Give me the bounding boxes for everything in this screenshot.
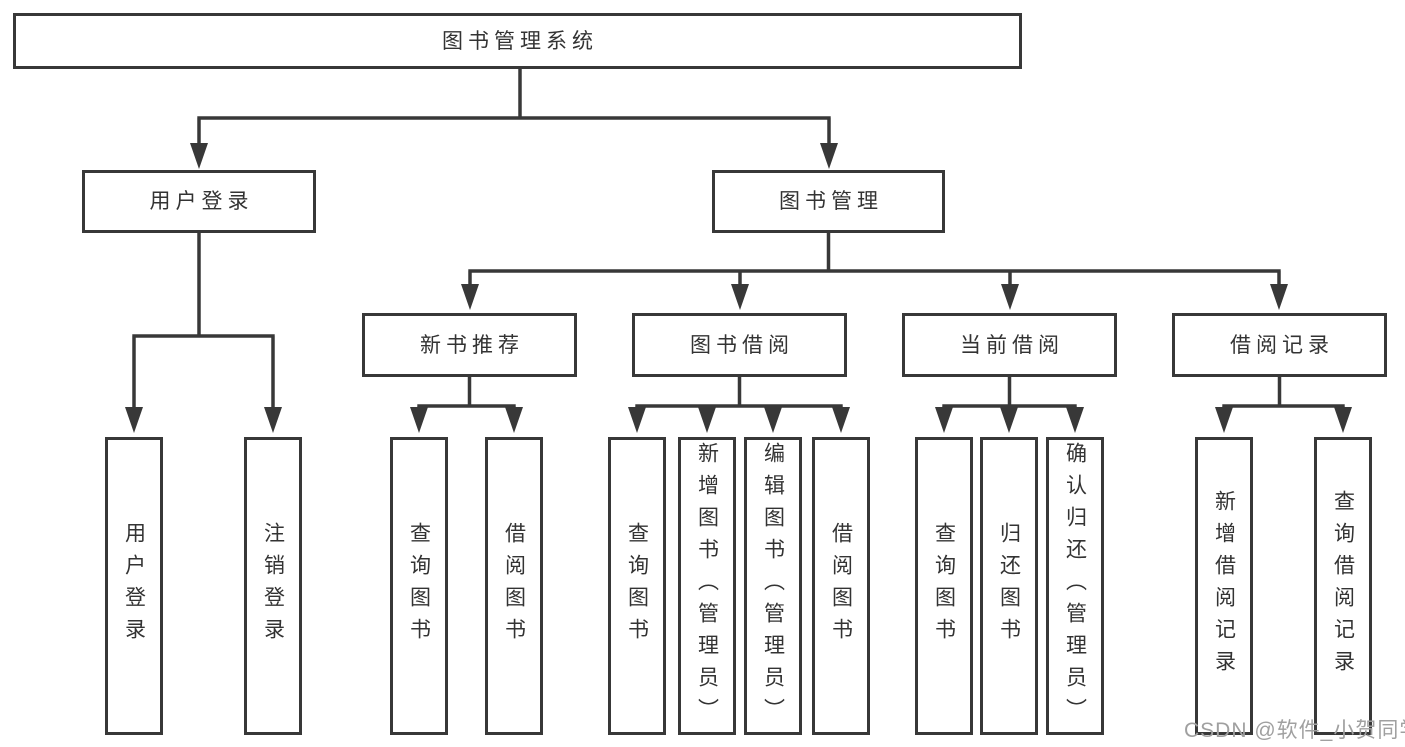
leaf-rec-borrow-book: 借阅图书	[485, 437, 543, 735]
leaf-bb-borrow-book: 借阅图书	[812, 437, 870, 735]
leaf-bb-add-book-label: 新增图书（管理员）	[695, 442, 719, 730]
node-book-management: 图书管理	[712, 170, 945, 233]
leaf-logout: 注销登录	[244, 437, 302, 735]
node-root: 图书管理系统	[13, 13, 1022, 69]
leaf-cb-confirm-return-label: 确认归还（管理员）	[1063, 442, 1087, 730]
leaf-br-query-record-label: 查询借阅记录	[1331, 490, 1355, 682]
leaf-br-add-record: 新增借阅记录	[1195, 437, 1253, 735]
leaf-br-add-record-label: 新增借阅记录	[1212, 490, 1236, 682]
node-borrow-records: 借阅记录	[1172, 313, 1387, 377]
csdn-watermark: CSDN @软件_小贺同学	[1184, 719, 1405, 742]
node-current-borrow: 当前借阅	[902, 313, 1117, 377]
node-book-borrow-label: 图书借阅	[690, 333, 794, 357]
leaf-rec-query-book: 查询图书	[390, 437, 448, 735]
leaf-cb-query-book: 查询图书	[915, 437, 973, 735]
node-user-login: 用户登录	[82, 170, 316, 233]
leaf-cb-confirm-return: 确认归还（管理员）	[1046, 437, 1104, 735]
leaf-bb-borrow-book-label: 借阅图书	[829, 522, 853, 650]
node-root-label: 图书管理系统	[442, 29, 598, 53]
node-new-book-recommend-label: 新书推荐	[420, 333, 524, 357]
leaf-bb-edit-book: 编辑图书（管理员）	[744, 437, 802, 735]
leaf-br-query-record: 查询借阅记录	[1314, 437, 1372, 735]
node-user-login-label: 用户登录	[149, 190, 254, 213]
node-book-management-label: 图书管理	[779, 190, 883, 213]
leaf-cb-return-book-label: 归还图书	[997, 522, 1021, 650]
leaf-user-login: 用户登录	[105, 437, 163, 735]
leaf-cb-query-book-label: 查询图书	[932, 522, 956, 650]
node-borrow-records-label: 借阅记录	[1230, 333, 1334, 357]
leaf-bb-add-book: 新增图书（管理员）	[678, 437, 736, 735]
leaf-bb-query-book: 查询图书	[608, 437, 666, 735]
leaf-user-login-label: 用户登录	[122, 522, 146, 650]
node-new-book-recommend: 新书推荐	[362, 313, 577, 377]
node-book-borrow: 图书借阅	[632, 313, 847, 377]
leaf-rec-query-book-label: 查询图书	[407, 522, 431, 650]
leaf-bb-edit-book-label: 编辑图书（管理员）	[761, 442, 785, 730]
leaf-logout-label: 注销登录	[261, 522, 285, 650]
node-current-borrow-label: 当前借阅	[960, 333, 1064, 357]
leaf-rec-borrow-book-label: 借阅图书	[502, 522, 526, 650]
leaf-cb-return-book: 归还图书	[980, 437, 1038, 735]
leaf-bb-query-book-label: 查询图书	[625, 522, 649, 650]
